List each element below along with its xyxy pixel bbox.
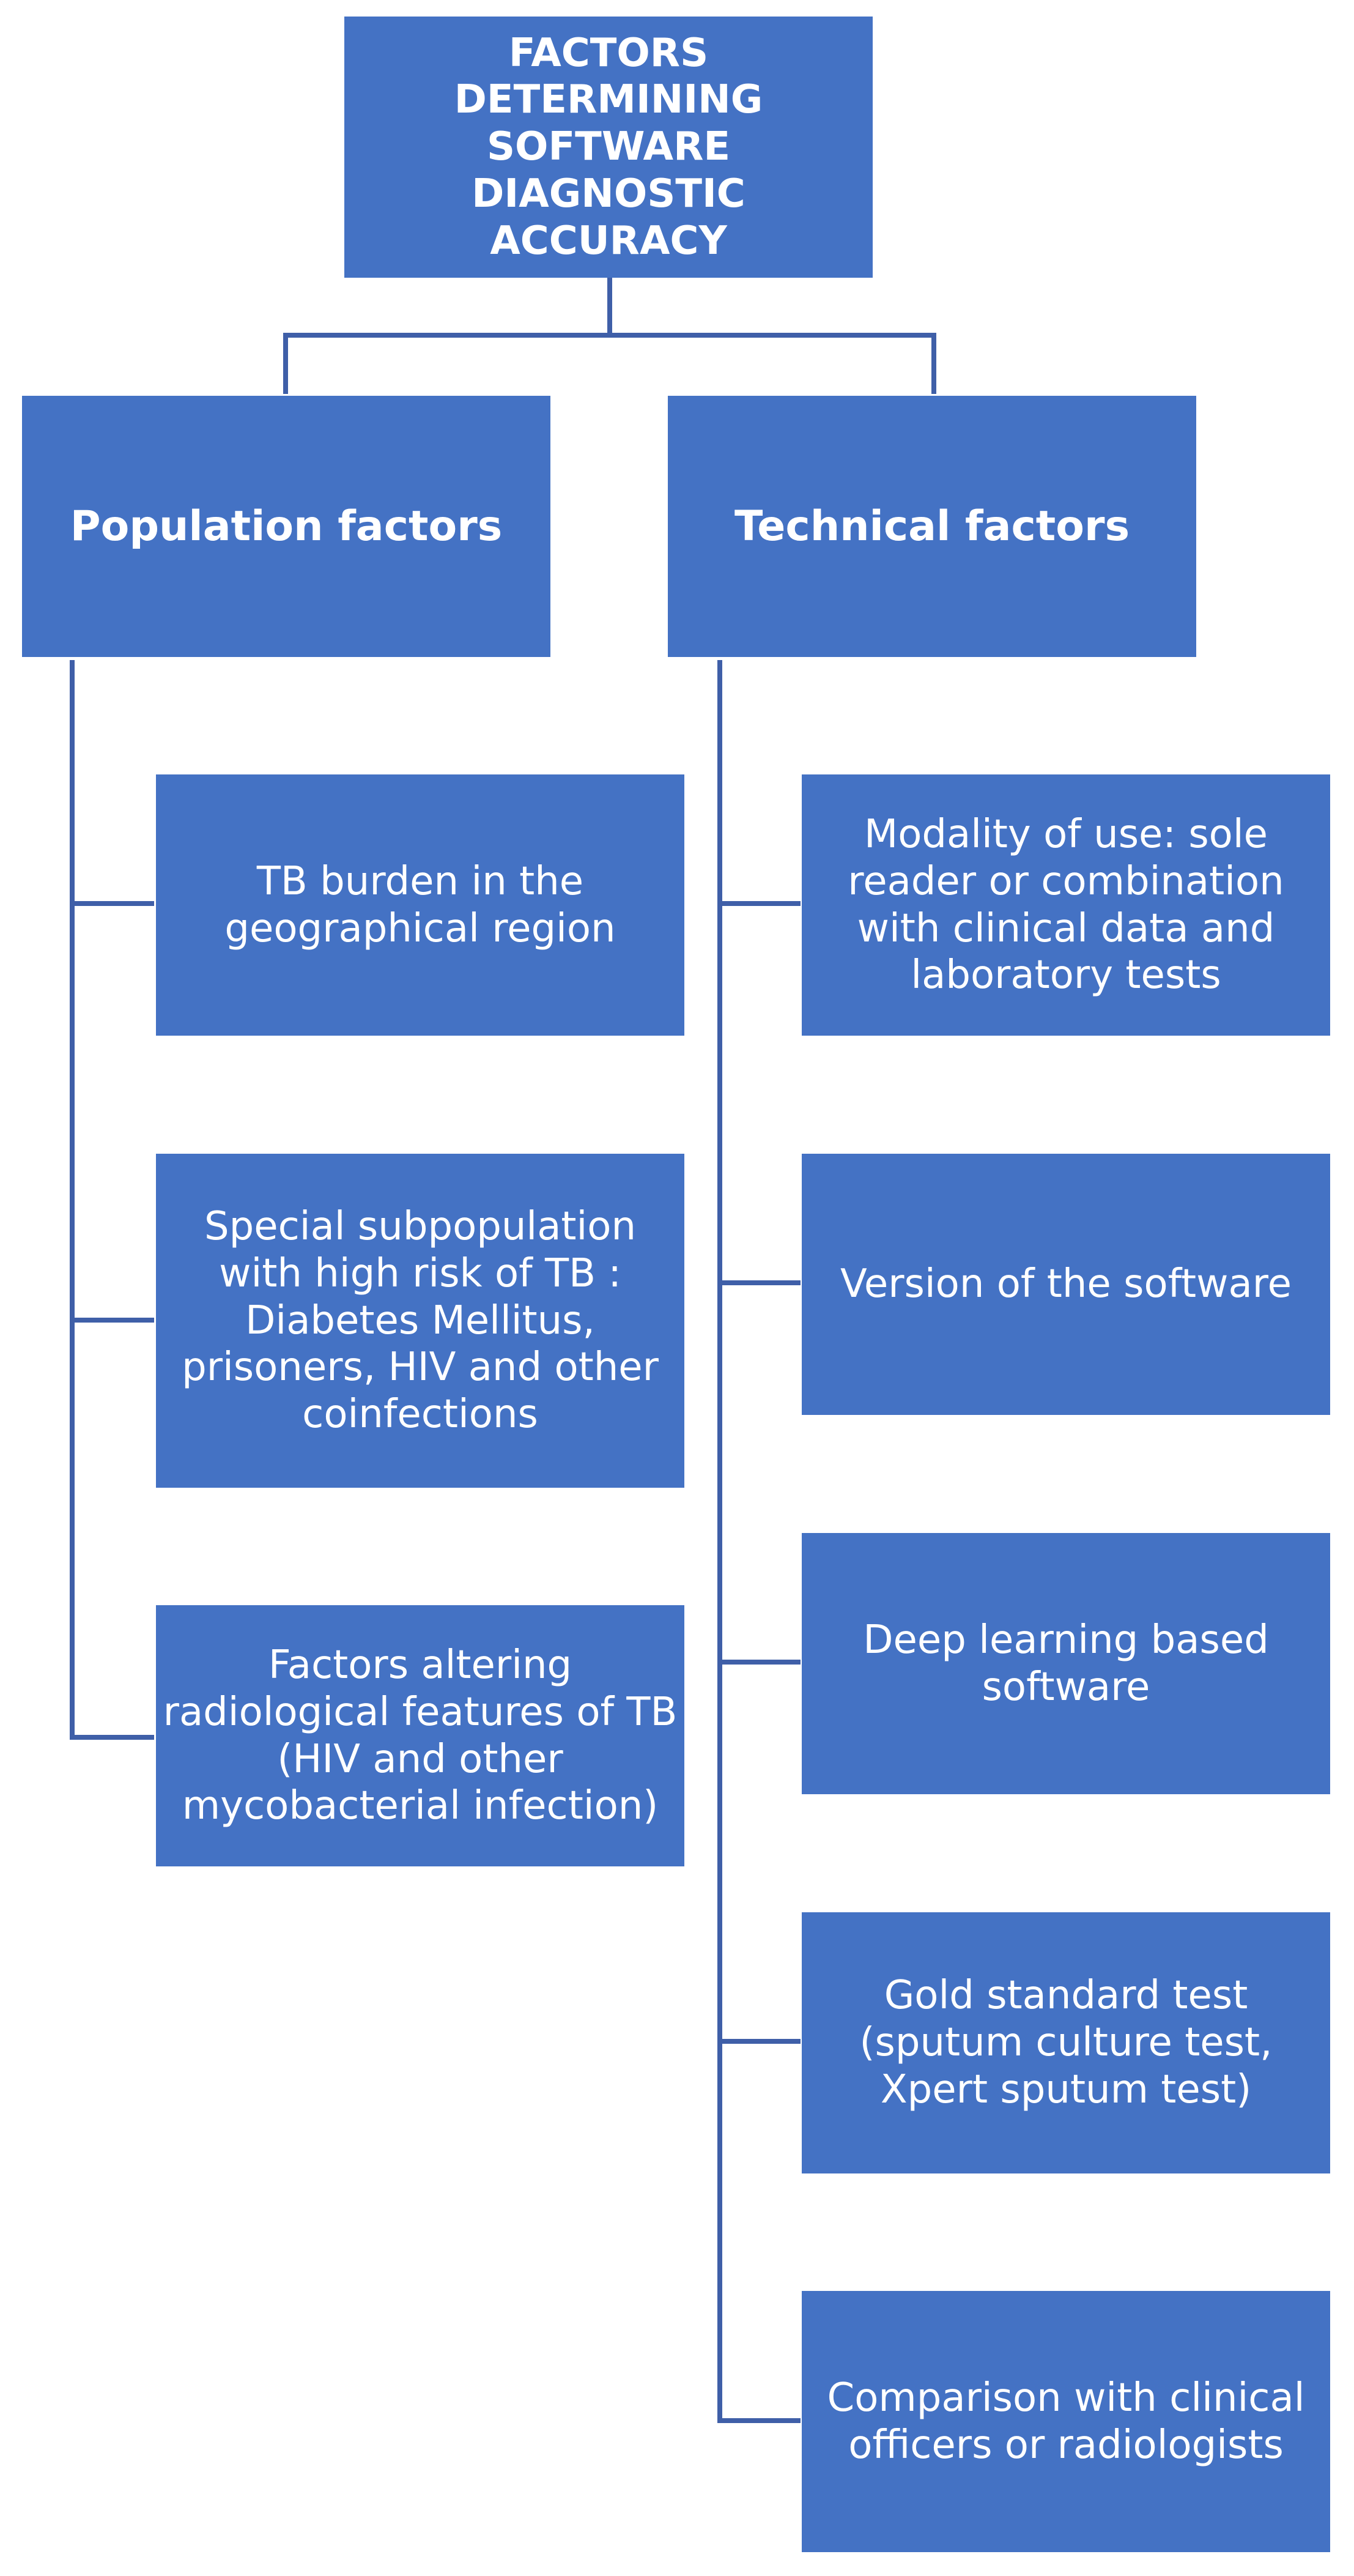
population-item-1-label: TB burden in the geographical region xyxy=(224,858,616,951)
technical-item-1-label: Modality of use: sole reader or combinat… xyxy=(848,811,1284,998)
population-item-1: TB burden in the geographical region xyxy=(156,774,684,1036)
population-factors-title: Population factors xyxy=(70,502,503,551)
root-title: FACTORS DETERMINING SOFTWARE DIAGNOSTIC … xyxy=(454,30,763,264)
technical-item-5: Comparison with clinical officers or rad… xyxy=(802,2291,1330,2552)
technical-item-3-label: Deep learning based software xyxy=(863,1617,1269,1710)
technical-item-2: Version of the software xyxy=(802,1154,1330,1415)
technical-item-4-label: Gold standard test (sputum culture test,… xyxy=(859,1973,1273,2112)
root-box: FACTORS DETERMINING SOFTWARE DIAGNOSTIC … xyxy=(344,17,873,278)
technical-factors-box: Technical factors xyxy=(668,396,1196,657)
technical-item-4: Gold standard test (sputum culture test,… xyxy=(802,1912,1330,2173)
population-item-2-label: Special subpopulation with high risk of … xyxy=(182,1204,659,1438)
technical-item-2-label: Version of the software xyxy=(840,1261,1292,1307)
technical-item-5-label: Comparison with clinical officers or rad… xyxy=(827,2375,1305,2468)
technical-item-3: Deep learning based software xyxy=(802,1533,1330,1794)
population-factors-box: Population factors xyxy=(22,396,550,657)
population-item-3-label: Factors altering radiological features o… xyxy=(163,1642,678,1829)
technical-factors-title: Technical factors xyxy=(734,502,1130,551)
technical-item-1: Modality of use: sole reader or combinat… xyxy=(802,774,1330,1036)
population-item-2: Special subpopulation with high risk of … xyxy=(156,1154,684,1488)
population-item-3: Factors altering radiological features o… xyxy=(156,1605,684,1866)
